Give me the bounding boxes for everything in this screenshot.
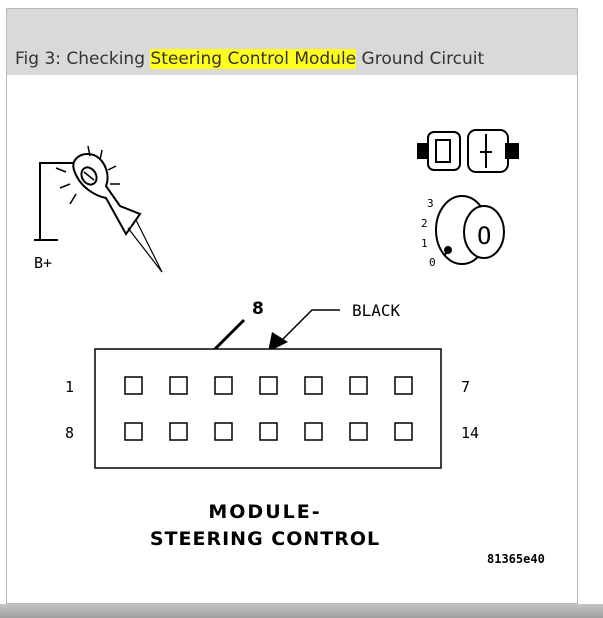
connector-icon [417,129,519,173]
key-letter: O [477,222,491,250]
ignition-position-1: 1 [421,237,428,250]
connector-cavity [214,422,233,441]
caption-suffix: Ground Circuit [356,49,485,69]
connector-cavity [124,376,143,395]
connector-cavity [169,376,188,395]
connector-cavity [304,422,323,441]
caption-prefix: Fig 3: Checking [15,49,151,69]
connector-cavity [349,376,368,395]
row-label-bottom-left: 8 [65,424,74,442]
test-light-label: B+ [34,254,52,272]
connector-cavity [259,422,278,441]
ignition-key-icon [435,195,505,265]
row-label-top-right: 7 [461,378,470,396]
caption-bar: Fig 3: Checking Steering Control Module … [7,9,577,75]
connector-cavities [124,376,413,441]
wire-color-leader [268,309,340,352]
connector-cavity [124,422,143,441]
figure-frame: Fig 3: Checking Steering Control Module … [6,8,578,604]
bottom-scroll-bar [0,604,603,618]
caption-highlight: Steering Control Module [150,49,357,69]
test-light-icon [34,145,163,273]
pin-callout: 8 [252,299,264,319]
connector-cavity [169,422,188,441]
figure-caption: Fig 3: Checking Steering Control Module … [15,49,484,69]
connector-cavity [214,376,233,395]
connector-cavity [259,376,278,395]
connector-cavity [394,376,413,395]
row-label-top-left: 1 [65,378,74,396]
wire-color-label: BLACK [352,301,401,320]
ignition-position-0: 0 [429,256,436,269]
connector-cavity [394,422,413,441]
connector-face [94,348,442,469]
ignition-position-3: 3 [427,197,434,210]
component-title-line2: STEERING CONTROL [150,528,380,550]
connector-cavity [304,376,323,395]
figure-id: 81365e40 [487,552,545,566]
page-edge [578,0,603,604]
ignition-position-2: 2 [421,217,428,230]
row-label-bottom-right: 14 [461,424,479,442]
connector-cavity [349,422,368,441]
component-title-line1: MODULE- [208,501,321,523]
